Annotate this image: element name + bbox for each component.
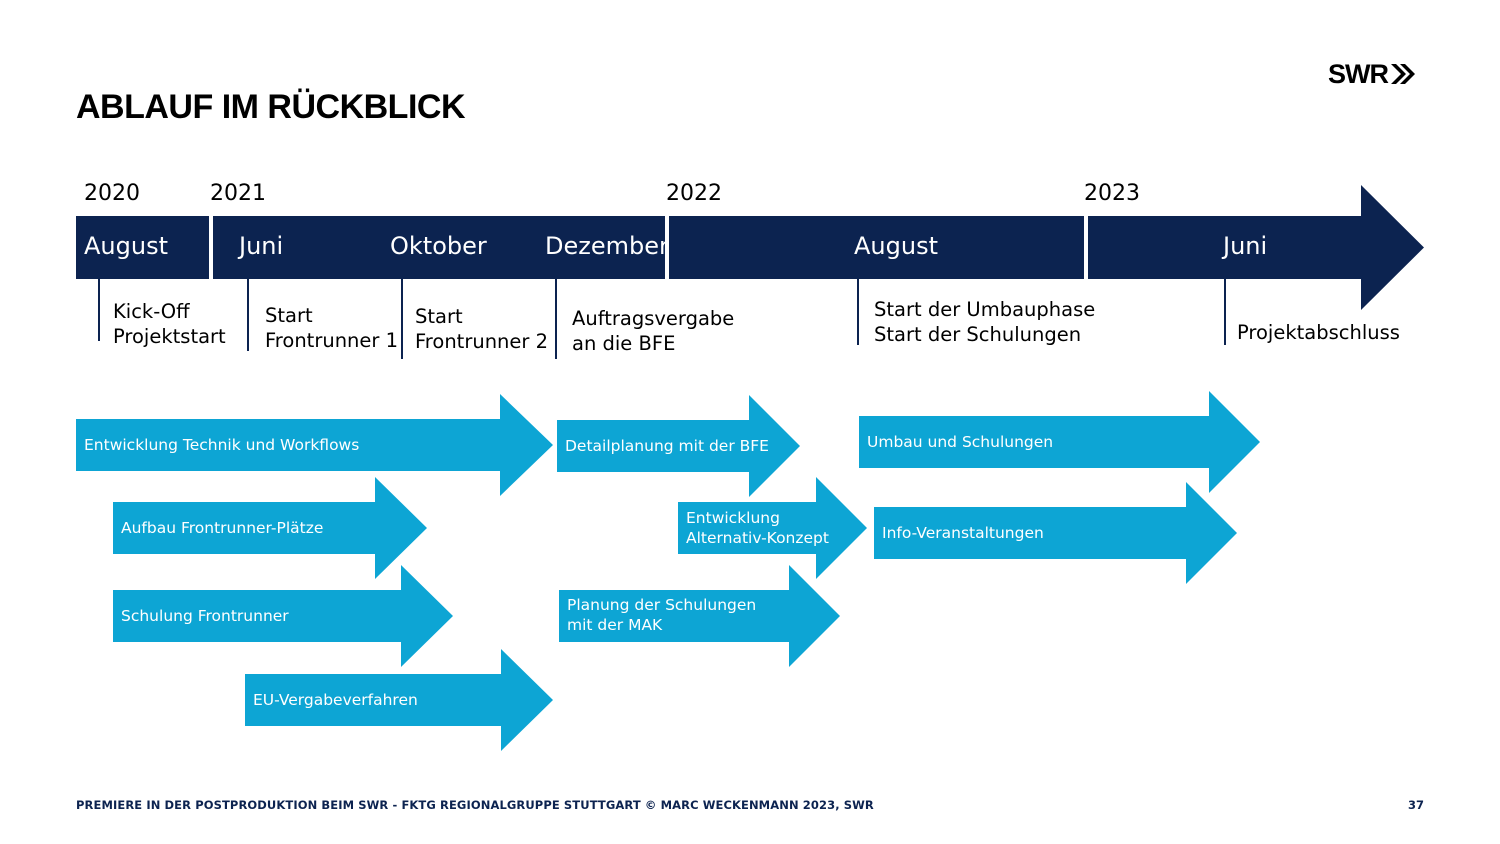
month-label-oktober-2021: Oktober: [390, 232, 487, 260]
milestone-kickoff: Kick-Off Projektstart: [113, 299, 226, 349]
timeline-segment-2023-arrow: [1088, 185, 1424, 310]
arrow-label: EU-Vergabeverfahren: [253, 690, 418, 710]
arrow-label: Umbau und Schulungen: [867, 432, 1053, 452]
milestone-tick: [857, 279, 859, 345]
footer-text: PREMIERE IN DER POSTPRODUKTION BEIM SWR …: [76, 798, 874, 812]
logo-text: SWR: [1328, 59, 1389, 89]
phase-arrow-alternativ-konzept: Entwicklung Alternativ-Konzept: [678, 477, 867, 579]
milestone-line: Frontrunner 1: [265, 329, 399, 352]
year-label-2020: 2020: [84, 181, 140, 206]
milestone-line: Auftragsvergabe: [572, 307, 735, 330]
arrow-label: Schulung Frontrunner: [121, 606, 289, 626]
arrow-shape: [678, 477, 867, 579]
page-title: ABLAUF IM RÜCKBLICK: [76, 88, 466, 126]
milestone-line: Start der Schulungen: [874, 323, 1082, 346]
arrow-shape: [76, 394, 553, 496]
month-label-august-2020: August: [84, 232, 168, 260]
timeline-segment-2022: [669, 216, 1084, 279]
arrow-label-line: EU-Vergabeverfahren: [253, 691, 418, 709]
milestone-tick: [98, 279, 100, 341]
arrow-shape: [113, 477, 427, 579]
milestone-line: Start: [265, 304, 313, 327]
arrow-label-line: Entwicklung Technik und Workflows: [84, 436, 360, 454]
month-label-august-2022: August: [854, 232, 938, 260]
arrow-label: Entwicklung Technik und Workflows: [84, 435, 359, 455]
arrow-label: Planung der Schulungen mit der MAK: [567, 595, 756, 635]
milestone-frontrunner-2: Start Frontrunner 2: [415, 304, 548, 354]
phase-arrow-aufbau-frontrunner: Aufbau Frontrunner-Plätze: [113, 477, 427, 579]
arrow-shape: [557, 395, 800, 497]
arrow-shape: [859, 391, 1260, 493]
arrow-label-line: Alternativ-Konzept: [686, 529, 829, 547]
arrow-label: Entwicklung Alternativ-Konzept: [686, 508, 829, 548]
year-label-2023: 2023: [1084, 181, 1140, 206]
phase-arrow-eu-vergabe: EU-Vergabeverfahren: [245, 649, 553, 751]
arrow-label-line: Aufbau Frontrunner-Plätze: [121, 519, 324, 537]
milestone-tick: [1224, 279, 1226, 345]
milestone-tick: [247, 279, 249, 351]
milestone-tick: [401, 279, 403, 359]
arrow-label-line: Detailplanung mit der BFE: [565, 437, 769, 455]
phase-arrow-planung-schulungen: Planung der Schulungen mit der MAK: [559, 565, 840, 667]
milestone-line: an die BFE: [572, 332, 676, 355]
milestone-tick: [555, 279, 557, 359]
milestone-line: Projektstart: [113, 325, 226, 348]
arrow-shape: [874, 482, 1237, 584]
timeline-segment-2021: [213, 216, 665, 279]
milestone-line: Kick-Off: [113, 300, 190, 323]
arrow-label-line: Umbau und Schulungen: [867, 433, 1054, 451]
swr-logo: SWR: [1328, 60, 1424, 88]
month-label-dezember-2021: Dezember: [545, 232, 669, 260]
arrow-label-line: Planung der Schulungen: [567, 596, 757, 614]
phase-arrow-info-veranstaltungen: Info-Veranstaltungen: [874, 482, 1237, 584]
double-chevron-icon: [1391, 64, 1415, 84]
milestone-umbauphase: Start der Umbauphase Start der Schulunge…: [874, 297, 1095, 347]
phase-arrow-schulung-frontrunner: Schulung Frontrunner: [113, 565, 453, 667]
arrow-label: Aufbau Frontrunner-Plätze: [121, 518, 323, 538]
arrow-label: Info-Veranstaltungen: [882, 523, 1044, 543]
milestone-line: Start der Umbauphase: [874, 298, 1096, 321]
year-label-2021: 2021: [210, 181, 266, 206]
milestone-projektabschluss: Projektabschluss: [1237, 320, 1400, 345]
milestone-frontrunner-1: Start Frontrunner 1: [265, 303, 398, 353]
arrow-shape: [113, 565, 453, 667]
phase-arrow-detailplanung: Detailplanung mit der BFE: [557, 395, 800, 497]
timeline-segment-2020: [76, 216, 209, 279]
phase-arrow-entwicklung-technik: Entwicklung Technik und Workflows: [76, 394, 553, 496]
arrow-label-line: mit der MAK: [567, 616, 663, 634]
month-label-juni-2023: Juni: [1223, 232, 1268, 260]
arrow-label: Detailplanung mit der BFE: [565, 436, 769, 456]
page-number: 37: [1407, 798, 1424, 812]
milestone-line: Start: [415, 305, 463, 328]
arrow-shape: [245, 649, 553, 751]
milestone-auftragsvergabe: Auftragsvergabe an die BFE: [572, 306, 734, 356]
year-label-2022: 2022: [666, 181, 722, 206]
milestone-line: Projektabschluss: [1237, 321, 1400, 344]
phase-arrow-umbau-schulungen: Umbau und Schulungen: [859, 391, 1260, 493]
arrow-label-line: Schulung Frontrunner: [121, 607, 289, 625]
arrow-shape: [559, 565, 840, 667]
arrow-label-line: Info-Veranstaltungen: [882, 524, 1044, 542]
milestone-line: Frontrunner 2: [415, 330, 549, 353]
month-label-juni-2021: Juni: [239, 232, 284, 260]
arrow-label-line: Entwicklung: [686, 509, 780, 527]
